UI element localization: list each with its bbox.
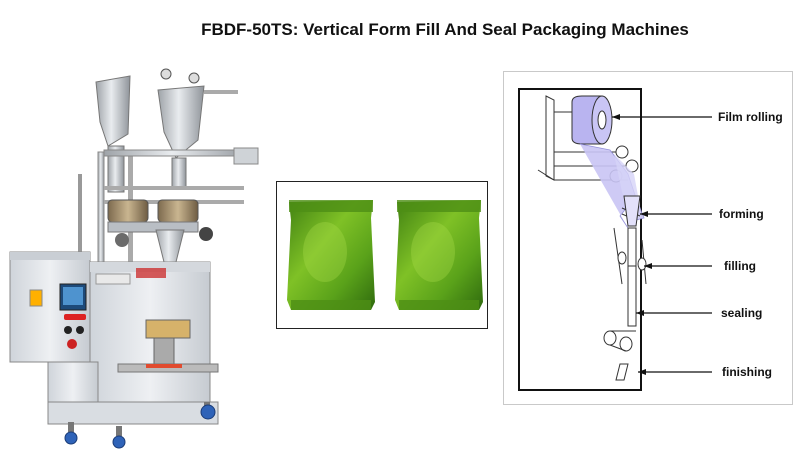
leader-lines [612,114,712,375]
hopper-right [157,68,238,189]
forming-shoulder [621,195,641,227]
film-roll-icon [571,95,613,145]
sealing-jaws [603,265,637,352]
caster-wheels [64,402,216,449]
green-pouch-right [395,200,483,310]
label-sealing: sealing [721,306,763,320]
label-film-rolling: Film rolling [718,110,783,124]
label-finishing: finishing [722,365,772,379]
finished-bag [615,363,629,381]
process-diagram-drawing [537,95,647,381]
label-forming: forming [719,207,764,221]
label-filling: filling [724,259,756,273]
page-title: FBDF-50TS: Vertical Form Fill And Seal P… [201,20,689,39]
process-diagram-frame [518,88,642,391]
sample-pouches-panel [276,181,488,329]
hopper-left [95,75,131,193]
green-pouch-left [287,200,375,310]
packaging-machine-illustration [9,68,259,449]
